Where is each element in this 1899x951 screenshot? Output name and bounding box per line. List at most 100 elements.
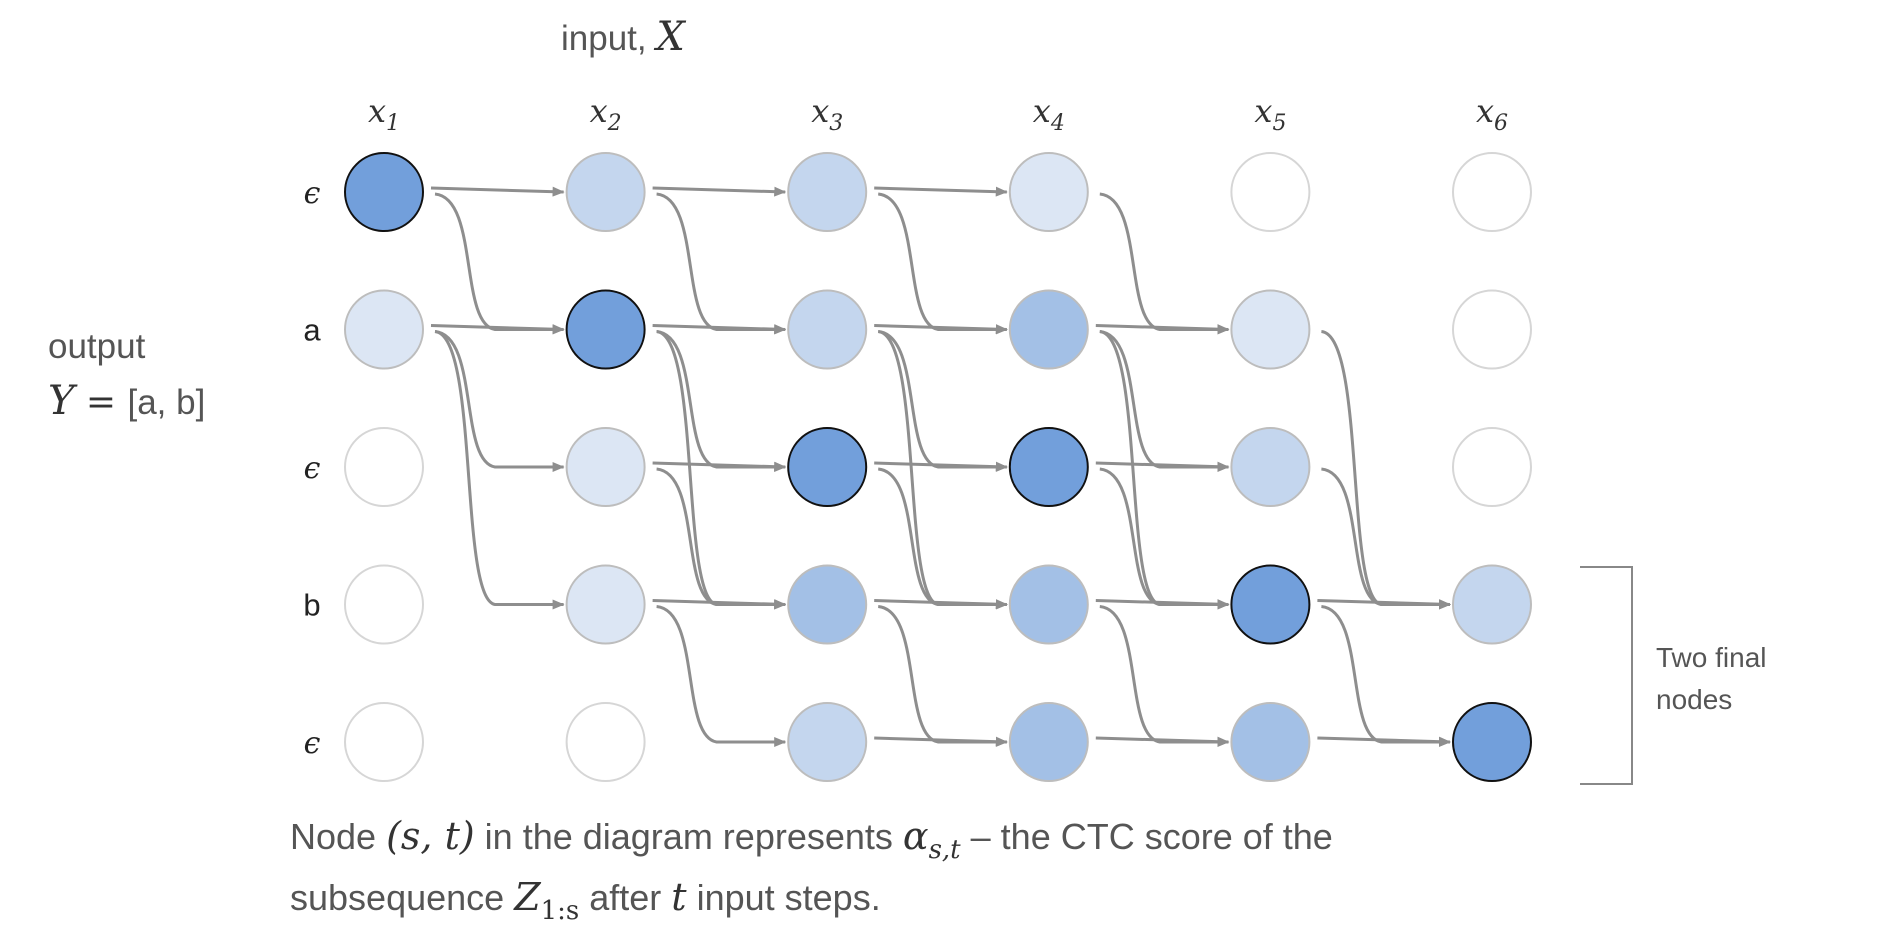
transition-arrow: [1095, 736, 1230, 747]
input-label-text: input,: [561, 19, 657, 58]
output-label-word: output: [48, 327, 146, 366]
caption-text: – the CTC score of the: [960, 816, 1333, 857]
caption-math: t: [671, 875, 687, 919]
row-label-blank: ϵ: [304, 451, 321, 486]
lattice-node: [1008, 702, 1089, 782]
final-nodes-label-line1: Two final: [1656, 642, 1767, 673]
column-label-x4: x4: [1033, 92, 1065, 136]
lattice-node: [565, 702, 646, 782]
lattice-node: [344, 289, 424, 370]
column-labels: x1 x2 x3 x4 x5 x6: [368, 92, 1508, 136]
transition-arrow: [434, 330, 565, 472]
transition-arrow: [434, 192, 565, 335]
lattice-node: [1230, 427, 1311, 507]
transition-arrow: [874, 599, 1008, 610]
row-label-b: b: [303, 588, 320, 623]
input-axis-label: input, X: [561, 14, 685, 60]
lattice-node: [1452, 702, 1532, 782]
transition-arrow: [877, 330, 1008, 472]
transition-arrow: [1095, 324, 1230, 335]
row-label-blank: ϵ: [304, 726, 321, 761]
column-label-x1: x1: [368, 92, 400, 136]
column-label-x5: x5: [1254, 92, 1286, 136]
output-label-variable: Y: [48, 378, 75, 424]
transition-arrow: [652, 186, 787, 197]
transition-arrow: [877, 330, 1008, 610]
row-labels: ϵ a ϵ b ϵ: [303, 176, 321, 761]
transition-arrow: [652, 324, 787, 335]
column-label-x3: x3: [811, 92, 843, 136]
transition-edges: [430, 186, 1451, 747]
lattice-node: [344, 152, 424, 232]
transition-arrow: [652, 461, 787, 472]
transition-arrow: [877, 467, 1008, 610]
lattice-nodes: [344, 152, 1532, 782]
lattice-node: [1008, 289, 1089, 370]
transition-arrow: [874, 461, 1008, 472]
transition-arrow: [1095, 461, 1230, 472]
caption-math: (s, t): [386, 814, 475, 858]
output-label-equation: Y = [a, b]: [48, 374, 205, 430]
output-label-equals: =: [74, 382, 128, 423]
caption-text: Node: [290, 816, 387, 857]
lattice-node: [344, 702, 424, 782]
lattice-node: [787, 702, 868, 782]
transition-arrow: [1317, 599, 1451, 610]
transition-arrow: [1099, 330, 1230, 610]
final-nodes-bracket: [1580, 566, 1633, 785]
lattice-node: [565, 152, 646, 232]
lattice-node: [787, 289, 868, 370]
output-axis-label: output Y = [a, b]: [48, 320, 205, 430]
row-label-blank: ϵ: [304, 176, 321, 211]
lattice-node: [1008, 152, 1089, 232]
caption-text: subsequence: [290, 877, 515, 918]
output-label-value: [a, b]: [127, 383, 206, 422]
lattice-node: [787, 427, 868, 507]
transition-arrow: [656, 330, 787, 610]
transition-arrow: [874, 186, 1008, 197]
caption-line-1: Node (s, t) in the diagram represents αs…: [290, 808, 1333, 869]
transition-arrow: [652, 599, 787, 610]
lattice-node: [1008, 427, 1089, 507]
lattice-node: [787, 152, 868, 232]
transition-arrow: [656, 330, 787, 472]
lattice-node: [344, 564, 424, 645]
caption-math: Z: [514, 875, 541, 919]
caption-text: after: [579, 877, 672, 918]
row-label-a: a: [303, 313, 321, 348]
lattice-node: [787, 564, 868, 645]
transition-arrow: [656, 605, 787, 747]
transition-arrow: [877, 605, 1008, 747]
lattice-node: [1452, 152, 1532, 232]
final-nodes-label: Two final nodes: [1656, 637, 1767, 721]
transition-arrow: [874, 736, 1008, 747]
lattice-node: [1230, 289, 1311, 370]
column-label-x2: x2: [590, 92, 622, 136]
lattice-node: [1230, 564, 1311, 645]
lattice-node: [1452, 427, 1532, 507]
transition-arrow: [1321, 467, 1451, 610]
caption: Node (s, t) in the diagram represents αs…: [290, 808, 1333, 930]
lattice-node: [565, 427, 646, 507]
transition-arrow: [656, 192, 787, 335]
caption-math: α: [902, 814, 929, 858]
column-label-x6: x6: [1476, 92, 1508, 136]
transition-arrow: [1095, 599, 1230, 610]
transition-arrow: [874, 324, 1008, 335]
lattice-node: [1230, 152, 1311, 232]
caption-line-2: subsequence Z1:s after t input steps.: [290, 869, 1333, 930]
transition-arrow: [430, 186, 565, 197]
caption-text: input steps.: [686, 877, 881, 918]
lattice-node: [1230, 702, 1311, 782]
transition-arrow: [1099, 192, 1230, 335]
transition-arrow: [1099, 467, 1230, 610]
lattice-node: [1452, 289, 1532, 370]
input-label-variable: X: [656, 14, 685, 60]
lattice-node: [1008, 564, 1089, 645]
lattice-node: [344, 427, 424, 507]
transition-arrow: [1099, 605, 1230, 747]
caption-subscript: s,t: [928, 835, 961, 865]
lattice-node: [565, 564, 646, 645]
transition-arrow: [1099, 330, 1230, 472]
